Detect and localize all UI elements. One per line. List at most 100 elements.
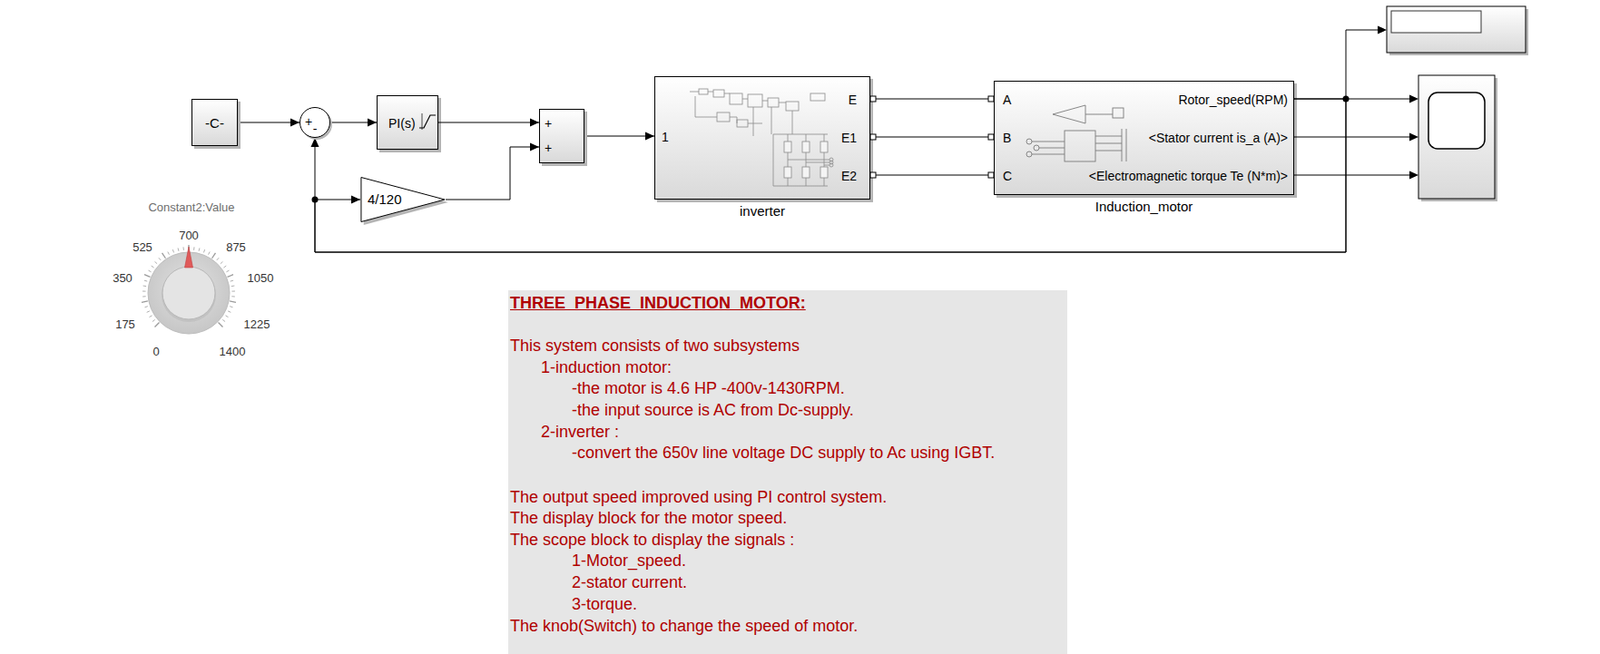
port-label: E [848, 92, 857, 108]
port-label: E1 [841, 130, 857, 147]
port-marker [870, 172, 876, 178]
block-fill [654, 76, 871, 200]
constant-block: -C- [191, 98, 238, 147]
sum-block: ++ [539, 108, 585, 164]
signal-path [870, 98, 994, 100]
signal-line [438, 118, 540, 128]
display-window [1391, 10, 1482, 33]
port-label: E2 [841, 168, 857, 185]
knob-tick [218, 323, 224, 328]
note-text: 3-torque. [571, 594, 638, 615]
block-name: Induction_motor [1095, 198, 1194, 216]
knob-tick [162, 253, 167, 259]
arrow-head [351, 196, 361, 205]
arrow-head [645, 132, 655, 141]
note-text: The knob(Switch) to change the speed of … [510, 616, 858, 637]
gain-block: 4/120 [360, 176, 446, 223]
port-label: C [1002, 168, 1012, 185]
note-text: 2-stator current. [571, 572, 688, 593]
signal-line [237, 118, 300, 128]
knob-tick [143, 285, 147, 288]
knob-tick [155, 323, 160, 328]
port-label: 1 [661, 129, 669, 146]
signal-path [584, 136, 655, 138]
knob-tick [231, 285, 235, 288]
knob-tick [144, 274, 150, 278]
knob-tick [141, 301, 148, 303]
knob-tick [223, 265, 226, 268]
scale-number: 1400 [219, 344, 246, 360]
inverter-schematic [689, 88, 834, 187]
block-label: PI(s) [388, 116, 416, 132]
signal-path [438, 122, 540, 124]
knob-pointer [185, 246, 194, 268]
pi-controller-block: PI(s) [376, 95, 439, 150]
scale-number: 175 [115, 317, 136, 333]
scale-number: 350 [112, 271, 133, 286]
note-text: The display block for the motor speed. [510, 508, 787, 529]
block-name: inverter [739, 203, 786, 220]
knob-tick [152, 319, 156, 322]
port-label: A [1002, 92, 1012, 108]
note-text: The scope block to display the signals : [510, 530, 795, 550]
block-label: 4/120 [367, 191, 403, 208]
arrow-head [1377, 26, 1419, 180]
knob-tick [229, 306, 233, 308]
knob-tick [151, 265, 155, 268]
knob-tick [142, 291, 147, 293]
port-marker [870, 134, 876, 140]
signal-line [330, 118, 377, 128]
knob-tick [229, 301, 236, 303]
saturation-symbol [422, 113, 423, 130]
note-text: This system consists of two subsystems [510, 335, 800, 356]
knob-tick [172, 249, 174, 253]
scope-screen [1428, 92, 1485, 149]
signal-wire [1294, 29, 1411, 176]
knob-tick [203, 249, 205, 253]
knob-ticks [141, 245, 236, 327]
signal-line [870, 134, 994, 140]
block-fill [376, 95, 439, 150]
inverter-subsystem: 1EE1E2inverter [654, 76, 871, 200]
sign-label: + [544, 116, 552, 132]
knob-tick [149, 315, 153, 318]
port-marker [870, 96, 876, 102]
block-fill [993, 80, 1295, 196]
signal-path [445, 147, 540, 200]
note-text: -the motor is 4.6 HP -400v-1430RPM. [571, 378, 845, 399]
knob-tick [225, 270, 229, 273]
knob-tick [222, 319, 226, 322]
knob-tick [227, 311, 231, 313]
note-text: -convert the 650v line voltage DC supply… [571, 442, 995, 463]
scale-number: 1225 [244, 317, 271, 333]
knob-cap [162, 266, 216, 320]
knob-tick [145, 306, 148, 308]
annotation-box: THREE_PHASE_INDUCTION_MOTOR: This system … [508, 290, 1068, 654]
knob-tick [216, 257, 219, 261]
display-block [1386, 6, 1526, 53]
port-label: B [1002, 130, 1012, 147]
control-name: Constant2:Value [147, 200, 235, 216]
arrow-head [530, 143, 540, 152]
arrow-head [367, 118, 377, 128]
induction-motor-subsystem: A B C Rotor_speed(RPM) <Stator current is_a … [993, 80, 1295, 196]
scale-number: 0 [152, 344, 159, 360]
port-label: <Stator current is_a (A)> [1148, 130, 1288, 147]
sign-label: + [304, 114, 313, 130]
note-heading: THREE_PHASE_INDUCTION_MOTOR: [510, 293, 806, 314]
motor-icon [1026, 105, 1127, 162]
junction-dot [312, 196, 319, 204]
scale-number: 875 [225, 240, 246, 256]
signal-line [311, 96, 1350, 254]
knob-tick [177, 247, 180, 251]
note-text: The output speed improved using PI contr… [510, 487, 887, 508]
port-label: Rotor_speed(RPM) [1177, 92, 1288, 108]
knob-tick [183, 246, 185, 250]
sign-label: - [313, 121, 318, 138]
arrow-head [530, 118, 540, 128]
knob-tick [158, 257, 161, 261]
signal-path [870, 137, 994, 138]
signal-line [445, 143, 540, 201]
signal-line [312, 98, 1347, 253]
knob-tick [230, 280, 234, 283]
